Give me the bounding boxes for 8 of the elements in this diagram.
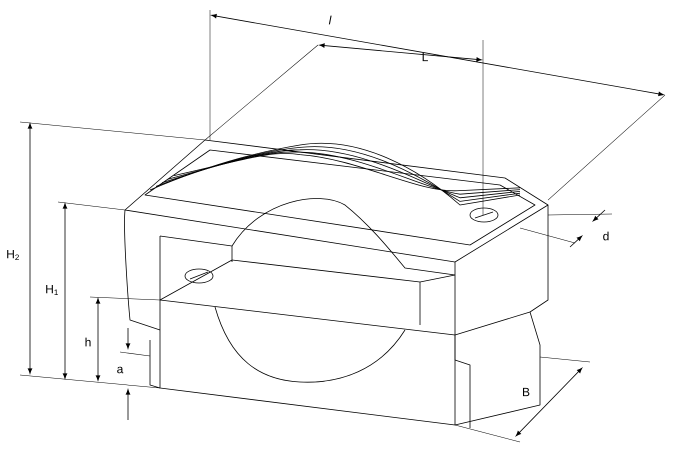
- dimension-label: h: [86, 338, 91, 346]
- dimension-label: B: [523, 388, 530, 396]
- dimension-label: H$_{2}$: [7, 250, 19, 260]
- dimension-label: H$_{1}$: [46, 284, 58, 296]
- dimension-label: l: [328, 16, 332, 24]
- dimension-label: a: [117, 366, 124, 374]
- dimension-label: L: [422, 52, 428, 62]
- dimension-label: d: [603, 232, 609, 240]
